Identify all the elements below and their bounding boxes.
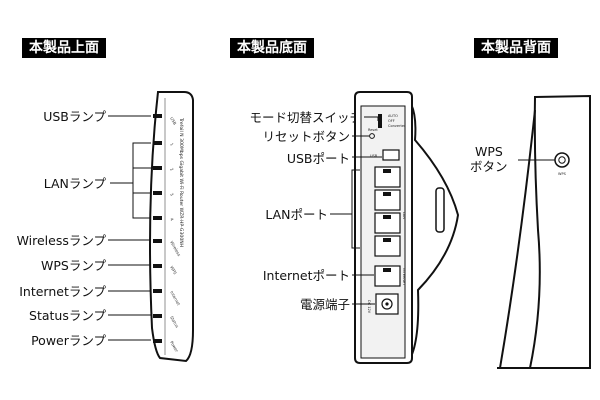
reset-button-label: リセットボタン [262, 129, 350, 144]
wps-button[interactable]: WPS [554, 152, 570, 176]
lan-port-1 [374, 166, 401, 188]
wps-led [153, 264, 162, 268]
status-lamp-label: Statusランプ [29, 308, 106, 323]
svg-text:2: 2 [169, 167, 175, 172]
bottom-view-leaders [330, 116, 382, 305]
power-jack[interactable]: DC 12V [367, 293, 399, 315]
wps-button-label-line2: ボタン [470, 159, 508, 174]
svg-text:AUTO: AUTO [388, 114, 398, 118]
svg-text:WPS: WPS [558, 172, 567, 176]
lan-port-4 [374, 235, 401, 257]
lan-port-legend: LAN [402, 212, 406, 219]
svg-text:4: 4 [169, 217, 175, 222]
lan-port-2 [374, 189, 401, 211]
mode-switch-label: モード切替スイッチ [249, 110, 362, 125]
svg-text:USB: USB [370, 154, 378, 158]
mode-switch[interactable]: AUTO OFF Converter [378, 114, 406, 128]
svg-text:1: 1 [169, 142, 175, 147]
svg-text:USB: USB [169, 116, 178, 126]
internet-lamp-label: Internetランプ [19, 284, 106, 299]
top-view-model-text: Trefoil N 300Mbps Gigabit Wi-Fi Router W… [178, 117, 184, 247]
svg-text:Reset: Reset [368, 128, 378, 132]
top-view-title: 本製品上面 [22, 38, 106, 58]
top-view-device [149, 91, 194, 363]
wireless-lamp-label: Wirelessランプ [16, 233, 106, 248]
internet-port[interactable]: INTERNET [374, 265, 406, 287]
lan-led-2 [153, 166, 162, 170]
lan-led-1 [153, 141, 162, 145]
power-lamp-label: Powerランプ [31, 333, 106, 348]
wps-lamp-label: WPSランプ [41, 258, 106, 273]
svg-text:Status: Status [169, 315, 180, 329]
power-led [153, 339, 162, 343]
svg-text:3: 3 [169, 192, 175, 197]
lan-led-4 [153, 216, 162, 220]
internet-led [153, 289, 162, 293]
power-jack-label: 電源端子 [299, 297, 350, 312]
svg-text:WPS: WPS [169, 265, 178, 276]
svg-text:Converter: Converter [388, 124, 406, 128]
internet-port-label: Internetポート [262, 268, 350, 283]
svg-text:INTERNET: INTERNET [402, 268, 406, 286]
wireless-led [153, 239, 162, 243]
usb-led [153, 114, 162, 118]
svg-text:DC 12V: DC 12V [367, 300, 371, 314]
top-view-leaders [108, 115, 151, 341]
lan-led-3 [153, 191, 162, 195]
back-view-title: 本製品背面 [474, 38, 558, 58]
wps-button-label-line1: WPS [475, 144, 503, 159]
usb-port-label: USBポート [286, 151, 350, 166]
bottom-view-device [354, 91, 460, 364]
top-view-leds [153, 114, 162, 343]
status-led [153, 314, 162, 318]
lan-port-clips [383, 169, 391, 242]
lan-port-3 [374, 212, 401, 234]
lan-ports[interactable] [374, 166, 401, 257]
bottom-view-title: 本製品底面 [230, 38, 314, 58]
svg-text:OFF: OFF [388, 119, 395, 123]
usb-lamp-label: USBランプ [43, 109, 106, 124]
reset-button[interactable]: Reset [368, 128, 378, 139]
lan-lamp-label: LANランプ [43, 176, 106, 191]
svg-text:Power: Power [169, 340, 180, 353]
lan-port-label: LANポート [265, 207, 328, 222]
usb-port[interactable]: USB [370, 149, 400, 161]
back-view-device [497, 94, 591, 369]
